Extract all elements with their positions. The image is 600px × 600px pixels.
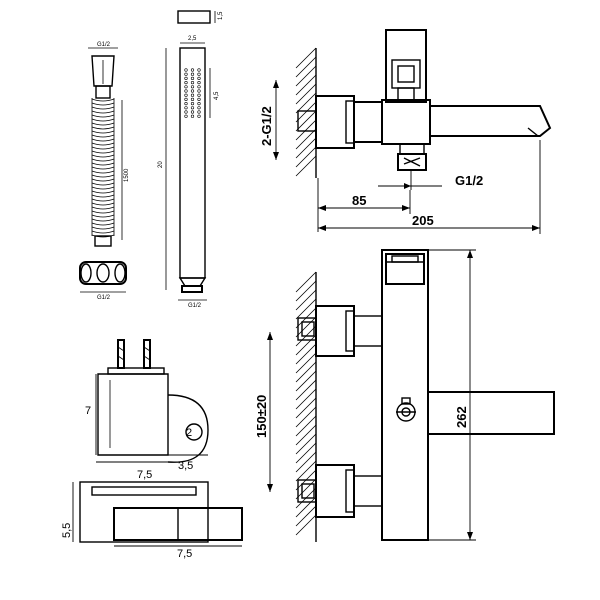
dim-262-label: 262 xyxy=(454,406,469,428)
wall-bracket-front: 2 7 7,5 3,5 xyxy=(85,339,209,481)
shower-45-label: 4,5 xyxy=(214,91,220,100)
shower-20-label: 20 xyxy=(158,161,164,168)
dim-205-label: 205 xyxy=(412,213,434,228)
hose-g12-bottom-label: G1/2 xyxy=(97,295,111,301)
hose-g12-top-label: G1/2 xyxy=(97,42,111,48)
spray-nozzles xyxy=(184,68,201,118)
wall-bracket-side: 5,5 7,5 xyxy=(61,481,243,560)
cap-15-label: 1,5 xyxy=(218,11,224,20)
dim-75-top-label: 7,5 xyxy=(137,469,152,481)
shower-hose: G1/2 1500 G1/2 xyxy=(79,42,130,301)
wall-hatch-top xyxy=(295,47,317,177)
dim-2-label: 2 xyxy=(186,427,192,439)
hose-length-label: 1500 xyxy=(124,168,130,182)
dim-35-label: 3,5 xyxy=(178,460,193,472)
dim-7-label: 7 xyxy=(85,405,91,417)
hand-shower: 2,5 20 4,5 G1/2 xyxy=(158,36,220,309)
thread-2g12-label: 2-G1/2 xyxy=(259,106,274,146)
shower-g12-label: G1/2 xyxy=(188,303,202,309)
dim-85-label: 85 xyxy=(352,193,366,208)
dim-75-bottom-label: 7,5 xyxy=(177,548,192,560)
dim-55-label: 5,5 xyxy=(61,523,73,538)
end-cap: 1,5 xyxy=(177,10,224,24)
thread-g12-label: G1/2 xyxy=(455,173,483,188)
mixer-side-view: G1/2 85 205 2-G1/2 xyxy=(259,29,552,234)
shower-25-label: 2,5 xyxy=(188,36,197,42)
mixer-front-view: 150±20 262 xyxy=(254,249,555,542)
hose-coil xyxy=(91,98,115,238)
dim-150-label: 150±20 xyxy=(254,395,269,438)
wall-hatch-bottom xyxy=(295,271,317,536)
